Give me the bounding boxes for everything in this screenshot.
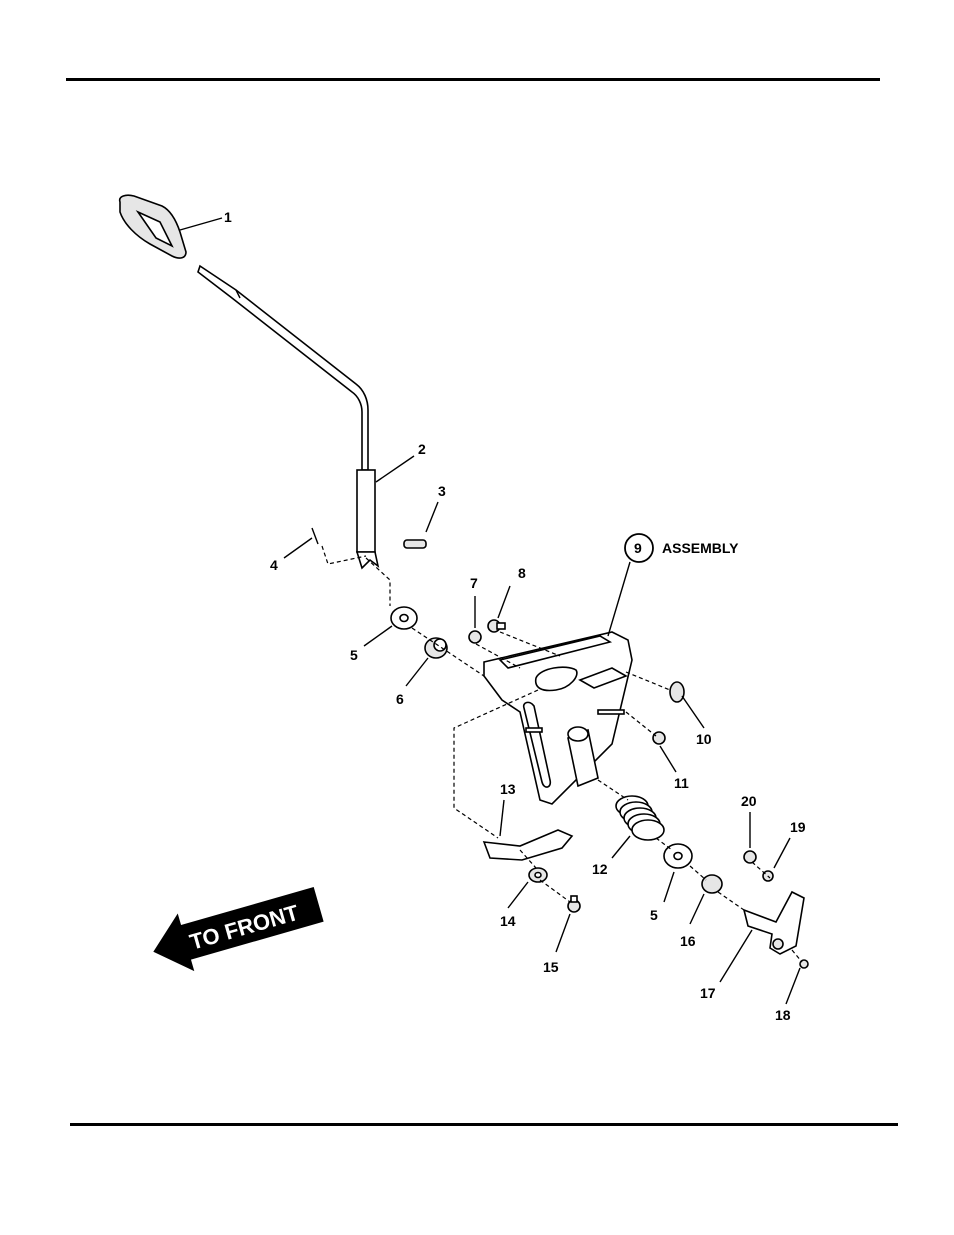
callout-11: 11	[674, 775, 689, 791]
nut-part	[469, 631, 481, 643]
callout-16: 16	[680, 933, 696, 949]
bolt-part	[488, 620, 505, 632]
nut-part-4	[744, 851, 756, 863]
spacer-part	[670, 682, 684, 702]
callout-9: 9	[634, 540, 642, 556]
callout-2: 2	[418, 441, 426, 457]
washer-part	[391, 607, 417, 629]
callout-1: 1	[224, 209, 232, 225]
nut-part-2	[653, 732, 665, 744]
callout-5a: 5	[350, 647, 358, 663]
assembly-marker: 9 ASSEMBLY	[625, 534, 739, 562]
callout-6: 6	[396, 691, 404, 707]
bushing-part	[425, 638, 447, 658]
callout-12: 12	[592, 861, 608, 877]
bolt-part-2	[568, 896, 580, 912]
shift-lever-part	[198, 266, 378, 568]
callout-10: 10	[696, 731, 712, 747]
handle-grip-part	[120, 195, 186, 258]
pin-part	[404, 540, 426, 548]
bushing-part-2	[702, 875, 722, 893]
shift-arm-part	[744, 892, 804, 954]
callout-7: 7	[470, 575, 478, 591]
callout-19: 19	[790, 819, 806, 835]
callout-4: 4	[270, 557, 278, 573]
washer-part-2	[529, 868, 547, 882]
callout-20: 20	[741, 793, 757, 809]
callout-17: 17	[700, 985, 716, 1001]
spring-part	[616, 796, 664, 840]
callout-3: 3	[438, 483, 446, 499]
shift-plate-assembly-part	[484, 632, 632, 804]
bracket-part	[484, 830, 572, 860]
callout-15: 15	[543, 959, 559, 975]
callout-13: 13	[500, 781, 516, 797]
callout-14: 14	[500, 913, 516, 929]
callout-8: 8	[518, 565, 526, 581]
cotter-pin-part	[312, 528, 318, 544]
callout-5b: 5	[650, 907, 658, 923]
assembly-label: ASSEMBLY	[662, 540, 739, 556]
callout-18: 18	[775, 1007, 791, 1023]
to-front-arrow: TO FRONT	[145, 875, 327, 980]
